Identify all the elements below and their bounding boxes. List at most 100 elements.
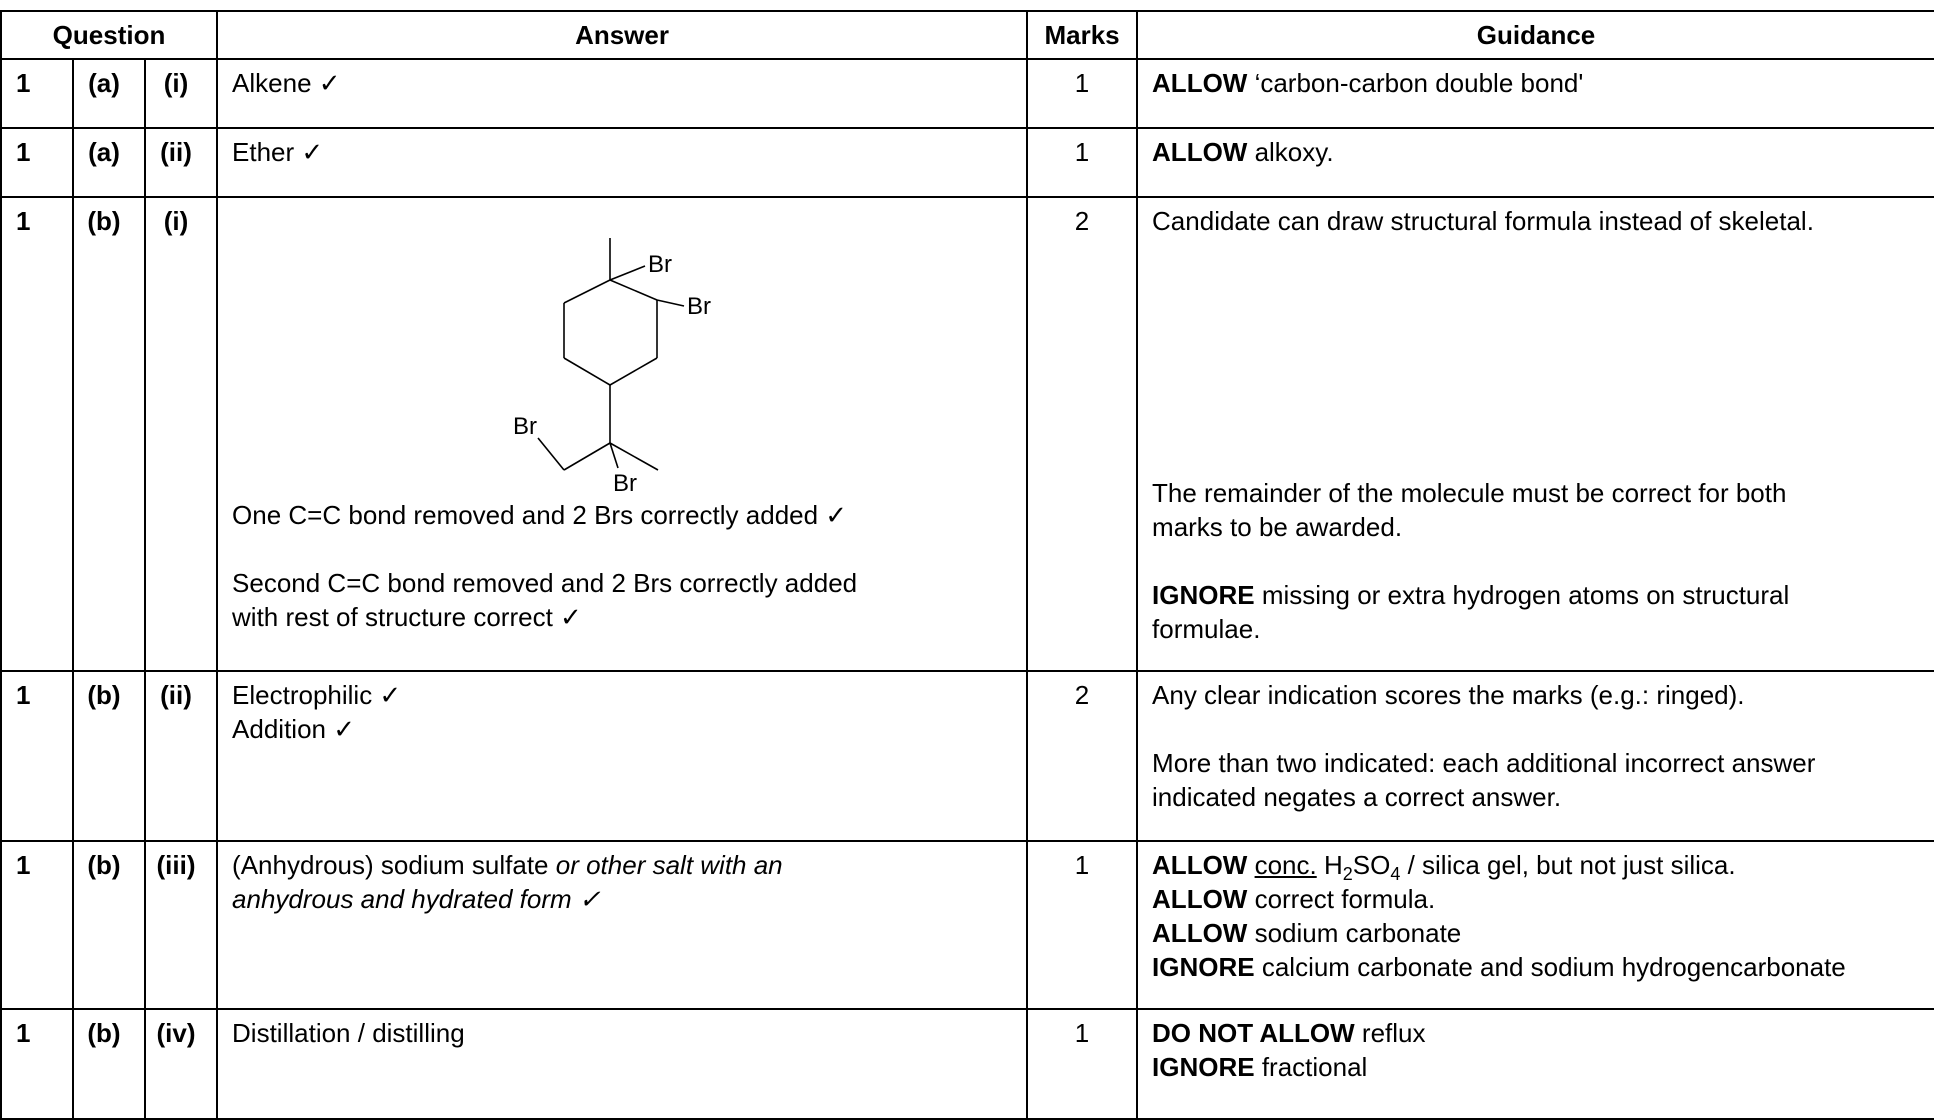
question-subpart: (i): [143, 58, 219, 129]
answer-line: Alkene ✓: [232, 68, 341, 98]
answer-line: Ether ✓: [232, 137, 324, 167]
question-part: (b): [72, 196, 146, 672]
header-row: Question Answer Marks Guidance: [0, 10, 1934, 60]
guidance-line: indicated negates a correct answer.: [1152, 782, 1562, 812]
header-guidance: Guidance: [1136, 10, 1934, 60]
ignore-keyword: IGNORE: [1152, 1052, 1255, 1082]
tetrabromo-structure-diagram: Br Br Br Br: [513, 238, 711, 497]
question-number: 1: [0, 58, 74, 129]
guidance-text-underlined: conc.: [1254, 850, 1317, 880]
guidance-line: formulae.: [1152, 614, 1261, 644]
answer-text: (Anhydrous) sodium sulfate: [232, 850, 556, 880]
ignore-keyword: IGNORE: [1152, 952, 1255, 982]
question-subpart: (i): [143, 196, 219, 672]
guidance-text: reflux: [1354, 1018, 1426, 1048]
answer-line: Second C=C bond removed and 2 Brs correc…: [232, 568, 858, 598]
answer-line: with rest of structure correct ✓: [232, 602, 582, 632]
guidance-text: H: [1316, 850, 1343, 880]
marks-cell: 1: [1026, 58, 1139, 129]
question-subpart: (iii): [143, 840, 219, 1010]
marks-cell: 1: [1026, 840, 1139, 1010]
answer-line: Electrophilic ✓: [232, 680, 402, 710]
question-subpart: (iv): [143, 1008, 219, 1120]
guidance-cell: ALLOW alkoxy.: [1136, 127, 1934, 198]
answer-line: One C=C bond removed and 2 Brs correctly…: [232, 500, 848, 530]
question-part: (b): [72, 1008, 146, 1120]
header-question: Question: [0, 10, 219, 60]
allow-keyword: ALLOW: [1152, 137, 1248, 167]
guidance-line: DO NOT ALLOW reflux: [1152, 1016, 1920, 1050]
question-part: (a): [72, 58, 146, 129]
question-subpart: (ii): [143, 127, 219, 198]
guidance-text: fractional: [1254, 1052, 1368, 1082]
guidance-line: The remainder of the molecule must be co…: [1152, 478, 1787, 508]
table-row: 1 (b) (i): [0, 196, 1934, 672]
subscript: 4: [1390, 864, 1401, 885]
answer-cell: Electrophilic ✓ Addition ✓: [216, 670, 1029, 842]
guidance-text: calcium carbonate and sodium hydrogencar…: [1254, 952, 1846, 982]
guidance-text: correct formula.: [1247, 884, 1436, 914]
marks-cell: 1: [1026, 127, 1139, 198]
answer-cell: Br Br Br Br One C=C bond removed and 2 B…: [216, 196, 1029, 672]
header-marks: Marks: [1026, 10, 1139, 60]
bromine-label: Br: [687, 293, 711, 320]
answer-cell: (Anhydrous) sodium sulfate or other salt…: [216, 840, 1029, 1010]
answer-line: Addition ✓: [232, 714, 355, 744]
subscript: 2: [1342, 864, 1353, 885]
allow-keyword: ALLOW: [1152, 68, 1248, 98]
question-number: 1: [0, 127, 74, 198]
guidance-line: IGNORE fractional: [1152, 1050, 1920, 1084]
question-number: 1: [0, 840, 74, 1010]
guidance-line: Candidate can draw structural formula in…: [1152, 206, 1814, 236]
bromine-label: Br: [648, 251, 672, 278]
guidance-text: SO: [1352, 850, 1391, 880]
ignore-keyword: IGNORE: [1152, 580, 1255, 610]
question-part: (b): [72, 670, 146, 842]
guidance-line: ALLOW correct formula.: [1152, 882, 1920, 916]
guidance-line: ALLOW conc. H2SO4 / silica gel, but not …: [1152, 848, 1920, 885]
bromine-label: Br: [513, 413, 537, 440]
guidance-line: marks to be awarded.: [1152, 512, 1403, 542]
question-number: 1: [0, 1008, 74, 1120]
allow-keyword: ALLOW: [1152, 918, 1248, 948]
allow-keyword: ALLOW: [1152, 884, 1248, 914]
question-part: (b): [72, 840, 146, 1010]
question-number: 1: [0, 196, 74, 672]
question-number: 1: [0, 670, 74, 842]
guidance-cell: DO NOT ALLOW reflux IGNORE fractional: [1136, 1008, 1934, 1120]
guidance-text: / silica gel, but not just silica.: [1400, 850, 1736, 880]
question-part: (a): [72, 127, 146, 198]
answer-cell: Ether ✓: [216, 127, 1029, 198]
table-row: 1 (a) (i) Alkene ✓ 1 ALLOW ‘carbon-carbo…: [0, 58, 1934, 129]
marks-cell: 2: [1026, 196, 1139, 672]
table-row: 1 (b) (iv) Distillation / distilling 1 D…: [0, 1008, 1934, 1120]
table-row: 1 (b) (iii) (Anhydrous) sodium sulfate o…: [0, 840, 1934, 1010]
guidance-text: sodium carbonate: [1247, 918, 1462, 948]
guidance-text: missing or extra hydrogen atoms on struc…: [1254, 580, 1790, 610]
answer-cell: Distillation / distilling: [216, 1008, 1029, 1120]
bromine-label: Br: [613, 470, 637, 497]
marks-cell: 2: [1026, 670, 1139, 842]
header-answer: Answer: [216, 10, 1029, 60]
guidance-cell: Any clear indication scores the marks (e…: [1136, 670, 1934, 842]
guidance-line: IGNORE calcium carbonate and sodium hydr…: [1152, 950, 1920, 984]
question-subpart: (ii): [143, 670, 219, 842]
answer-text-italic: or other salt with an: [555, 850, 783, 880]
guidance-text: ‘carbon-carbon double bond': [1247, 68, 1584, 98]
answer-line: Distillation / distilling: [232, 1018, 465, 1048]
marks-cell: 1: [1026, 1008, 1139, 1120]
do-not-allow-keyword: DO NOT ALLOW: [1152, 1018, 1355, 1048]
allow-keyword: ALLOW: [1152, 850, 1248, 880]
guidance-cell: ALLOW ‘carbon-carbon double bond': [1136, 58, 1934, 129]
guidance-cell: ALLOW conc. H2SO4 / silica gel, but not …: [1136, 840, 1934, 1010]
guidance-line: Any clear indication scores the marks (e…: [1152, 680, 1745, 710]
guidance-text: alkoxy.: [1247, 137, 1334, 167]
guidance-line: More than two indicated: each additional…: [1152, 748, 1816, 778]
structure-bonds: [537, 238, 685, 471]
guidance-line: ALLOW sodium carbonate: [1152, 916, 1920, 950]
table-row: 1 (a) (ii) Ether ✓ 1 ALLOW alkoxy.: [0, 127, 1934, 198]
answer-line: (Anhydrous) sodium sulfate or other salt…: [232, 848, 1012, 882]
mark-scheme-table: Question Answer Marks Guidance 1 (a) (i)…: [0, 10, 1934, 1120]
answer-cell: Alkene ✓: [216, 58, 1029, 129]
table-row: 1 (b) (ii) Electrophilic ✓ Addition ✓ 2 …: [0, 670, 1934, 842]
